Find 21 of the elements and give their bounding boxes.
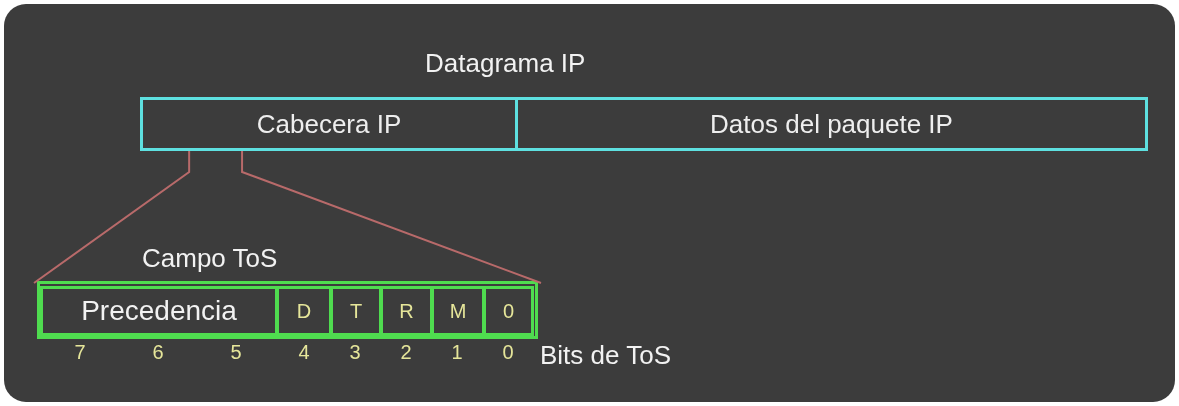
bit-number: 7: [73, 341, 87, 364]
bit-number: 0: [501, 341, 515, 364]
bit-field: 0: [483, 286, 534, 336]
expansion-line: [33, 150, 191, 284]
bit-number: 1: [450, 341, 464, 364]
bit-field: M: [431, 286, 485, 336]
bit-field: R: [380, 286, 433, 336]
bit-number: 2: [399, 341, 413, 364]
bit-number: 5: [229, 341, 243, 364]
diagram-title: Datagrama IP: [425, 48, 586, 79]
bit-number: 3: [348, 341, 362, 364]
expansion-line: [241, 150, 542, 284]
bit-field: Precedencia: [40, 286, 278, 336]
payload-field: Datos del paquete IP: [515, 97, 1148, 151]
field-heading: Campo ToS: [142, 243, 278, 274]
bit-number: 6: [151, 341, 165, 364]
header-field: Cabecera IP: [140, 97, 518, 151]
bit-number: 4: [297, 341, 311, 364]
bit-field: T: [330, 286, 382, 336]
axis-caption: Bits de ToS: [540, 340, 672, 371]
bit-field: D: [276, 286, 332, 336]
